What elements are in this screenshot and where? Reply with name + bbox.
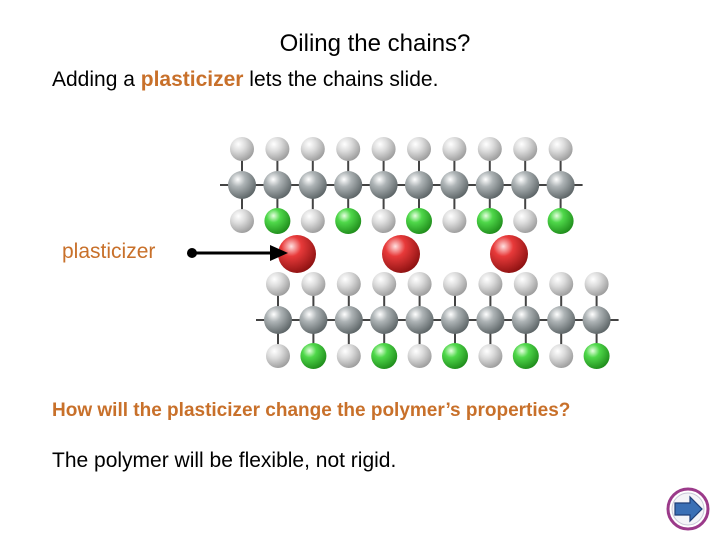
- carbon-atom: [441, 306, 469, 334]
- carbon-atom: [511, 171, 540, 199]
- chlorine-atom: [442, 343, 468, 369]
- carbon-atom: [405, 306, 434, 334]
- carbon-atom: [264, 306, 292, 334]
- carbon-atom: [370, 306, 399, 334]
- chlorine-atom: [264, 208, 291, 234]
- hydrogen-atom: [372, 272, 397, 296]
- carbon-atom: [440, 171, 469, 199]
- hydrogen-atom: [336, 137, 361, 161]
- carbon-atom: [298, 171, 327, 199]
- hydrogen-atom: [407, 272, 432, 296]
- hydrogen-atom: [478, 344, 503, 368]
- plasticizer-arrow: [187, 245, 288, 261]
- polymer-chain-top: [220, 137, 583, 234]
- subtitle-prefix: Adding a: [52, 68, 141, 91]
- chlorine-atom: [583, 343, 610, 369]
- plasticizer-molecule: [382, 235, 420, 273]
- hydrogen-atom: [371, 137, 396, 161]
- chlorine-atom: [406, 208, 432, 234]
- hydrogen-atom: [300, 137, 325, 161]
- hydrogen-atom: [336, 272, 361, 296]
- hydrogen-atom: [371, 209, 396, 233]
- carbon-atom: [546, 171, 575, 199]
- chlorine-atom: [300, 343, 327, 369]
- hydrogen-atom: [407, 344, 432, 368]
- polymer-chain-bottom: [256, 272, 619, 369]
- chlorine-atom: [476, 208, 503, 234]
- plasticizer-molecules: [278, 235, 528, 273]
- hydrogen-atom: [513, 209, 538, 233]
- subtitle-keyword: plasticizer: [140, 68, 244, 91]
- hydrogen-atom: [549, 272, 574, 296]
- carbon-atom: [582, 306, 611, 334]
- hydrogen-atom: [442, 209, 467, 233]
- carbon-atom: [228, 171, 256, 199]
- chlorine-atom: [335, 208, 362, 234]
- subtitle-suffix: lets the chains slide.: [243, 68, 439, 91]
- hydrogen-atom: [266, 272, 290, 296]
- question-text: How will the plasticizer change the poly…: [52, 400, 571, 421]
- plasticizer-molecule: [278, 235, 316, 273]
- next-arrow-icon[interactable]: [666, 487, 710, 531]
- hydrogen-atom: [230, 137, 254, 161]
- hydrogen-atom: [513, 137, 538, 161]
- hydrogen-atom: [548, 137, 573, 161]
- answer-text: The polymer will be flexible, not rigid.: [52, 449, 397, 472]
- slide-subtitle: Adding a plasticizer lets the chains sli…: [52, 68, 438, 92]
- hydrogen-atom: [300, 209, 325, 233]
- plasticizer-label: plasticizer: [62, 240, 156, 263]
- carbon-atom: [263, 171, 292, 199]
- carbon-atom: [476, 306, 505, 334]
- carbon-atom: [511, 306, 540, 334]
- carbon-atom: [405, 171, 433, 199]
- plasticizer-molecule: [490, 235, 528, 273]
- carbon-atom: [369, 171, 398, 199]
- slide-title: Oiling the chains?: [279, 30, 471, 57]
- hydrogen-atom: [513, 272, 538, 296]
- hydrogen-atom: [478, 272, 503, 296]
- carbon-atom: [547, 306, 576, 334]
- carbon-atom: [334, 171, 363, 199]
- hydrogen-atom: [407, 137, 431, 161]
- hydrogen-atom: [584, 272, 609, 296]
- carbon-atom: [475, 171, 504, 199]
- carbon-atom: [299, 306, 328, 334]
- hydrogen-atom: [443, 272, 467, 296]
- chlorine-atom: [512, 343, 539, 369]
- hydrogen-atom: [266, 344, 290, 368]
- hydrogen-atom: [265, 137, 290, 161]
- carbon-atom: [334, 306, 363, 334]
- hydrogen-atom: [477, 137, 502, 161]
- chlorine-atom: [547, 208, 574, 234]
- hydrogen-atom: [549, 344, 574, 368]
- hydrogen-atom: [442, 137, 467, 161]
- hydrogen-atom: [301, 272, 326, 296]
- chlorine-atom: [371, 343, 398, 369]
- hydrogen-atom: [230, 209, 254, 233]
- hydrogen-atom: [336, 344, 361, 368]
